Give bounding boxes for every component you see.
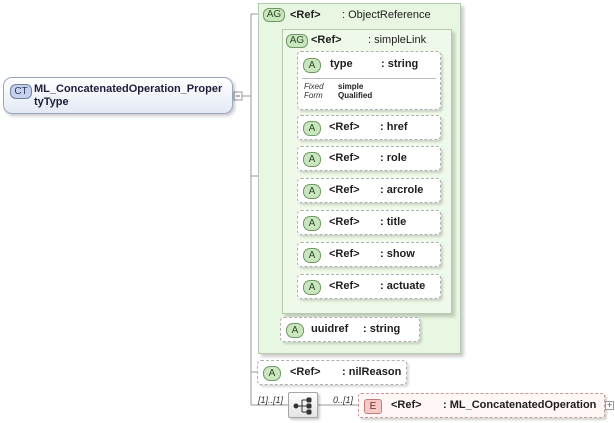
element-multiplicity: 0..[1] (333, 395, 354, 405)
attribute-href[interactable]: A <Ref> : href (297, 115, 441, 140)
element-ref: <Ref> (391, 399, 422, 411)
attribute-show[interactable]: A <Ref> : show (297, 242, 441, 267)
attribute-type[interactable]: A type : string Fixed simple Form Qualif… (297, 51, 441, 110)
attribute-ref: <Ref> (329, 216, 360, 228)
attribute-name: : show (380, 248, 415, 260)
attribute-badge: A (303, 280, 321, 295)
outer-group-ref: <Ref> (290, 9, 321, 21)
attribute-group-badge: AG (286, 34, 308, 48)
attribute-name: : actuate (380, 280, 426, 292)
complex-type-badge: CT (10, 84, 32, 99)
attribute-role[interactable]: A <Ref> : role (297, 146, 441, 171)
attribute-group-badge: AG (263, 8, 285, 22)
element-name: : ML_ConcatenatedOperation (443, 399, 597, 411)
sequence-multiplicity: [1]..[1] (258, 395, 284, 405)
attribute-type-value: : string (381, 58, 419, 70)
attribute-badge: A (303, 121, 321, 136)
element-ml-concatenated-operation[interactable]: E <Ref> : ML_ConcatenatedOperation (358, 393, 605, 418)
attribute-details: Fixed simple Form Qualified (304, 82, 372, 100)
attribute-name: : href (380, 121, 408, 133)
complex-type-name: ML_ConcatenatedOperation_Proper tyType (34, 83, 222, 109)
complex-type-box[interactable]: CT ML_ConcatenatedOperation_Proper tyTyp… (3, 77, 233, 114)
fixed-label: Fixed (304, 82, 324, 91)
fixed-value: simple (338, 82, 364, 91)
expand-icon[interactable]: + (605, 400, 614, 410)
attribute-uuidref[interactable]: A uuidref : string (280, 317, 420, 342)
sequence-compositor[interactable] (288, 392, 318, 418)
attribute-badge: A (263, 366, 281, 381)
attribute-name: : title (380, 216, 407, 228)
element-badge: E (364, 399, 382, 414)
attribute-badge: A (303, 58, 321, 73)
attribute-badge: A (286, 323, 304, 338)
attribute-name: : arcrole (380, 184, 424, 196)
attribute-nil-reason[interactable]: A <Ref> : nilReason (257, 360, 407, 385)
attribute-ref: <Ref> (329, 184, 360, 196)
form-value: Qualified (338, 91, 373, 100)
attribute-ref: <Ref> (329, 152, 360, 164)
attribute-title[interactable]: A <Ref> : title (297, 210, 441, 235)
attribute-name: : role (380, 152, 407, 164)
attribute-divider (302, 78, 436, 79)
attribute-arcrole[interactable]: A <Ref> : arcrole (297, 178, 441, 203)
complex-type-name-line2: tyType (34, 96, 69, 108)
attribute-type-value: : string (363, 323, 401, 335)
attribute-name: : nilReason (342, 366, 402, 378)
attribute-ref: <Ref> (329, 248, 360, 260)
inner-group-type: : simpleLink (368, 34, 427, 46)
inner-group-ref: <Ref> (311, 34, 342, 46)
attribute-name: uuidref (311, 323, 349, 335)
attribute-ref: <Ref> (329, 121, 360, 133)
attribute-badge: A (303, 152, 321, 167)
attribute-actuate[interactable]: A <Ref> : actuate (297, 274, 441, 299)
attribute-badge: A (303, 216, 321, 231)
attribute-badge: A (303, 248, 321, 263)
attribute-name: type (330, 58, 353, 70)
attribute-ref: <Ref> (329, 280, 360, 292)
attribute-ref: <Ref> (290, 366, 321, 378)
complex-type-name-line1: ML_ConcatenatedOperation_Proper (34, 83, 223, 95)
sequence-icon (293, 397, 312, 415)
form-label: Form (304, 91, 323, 100)
outer-group-type: : ObjectReference (342, 9, 431, 21)
attribute-badge: A (303, 184, 321, 199)
